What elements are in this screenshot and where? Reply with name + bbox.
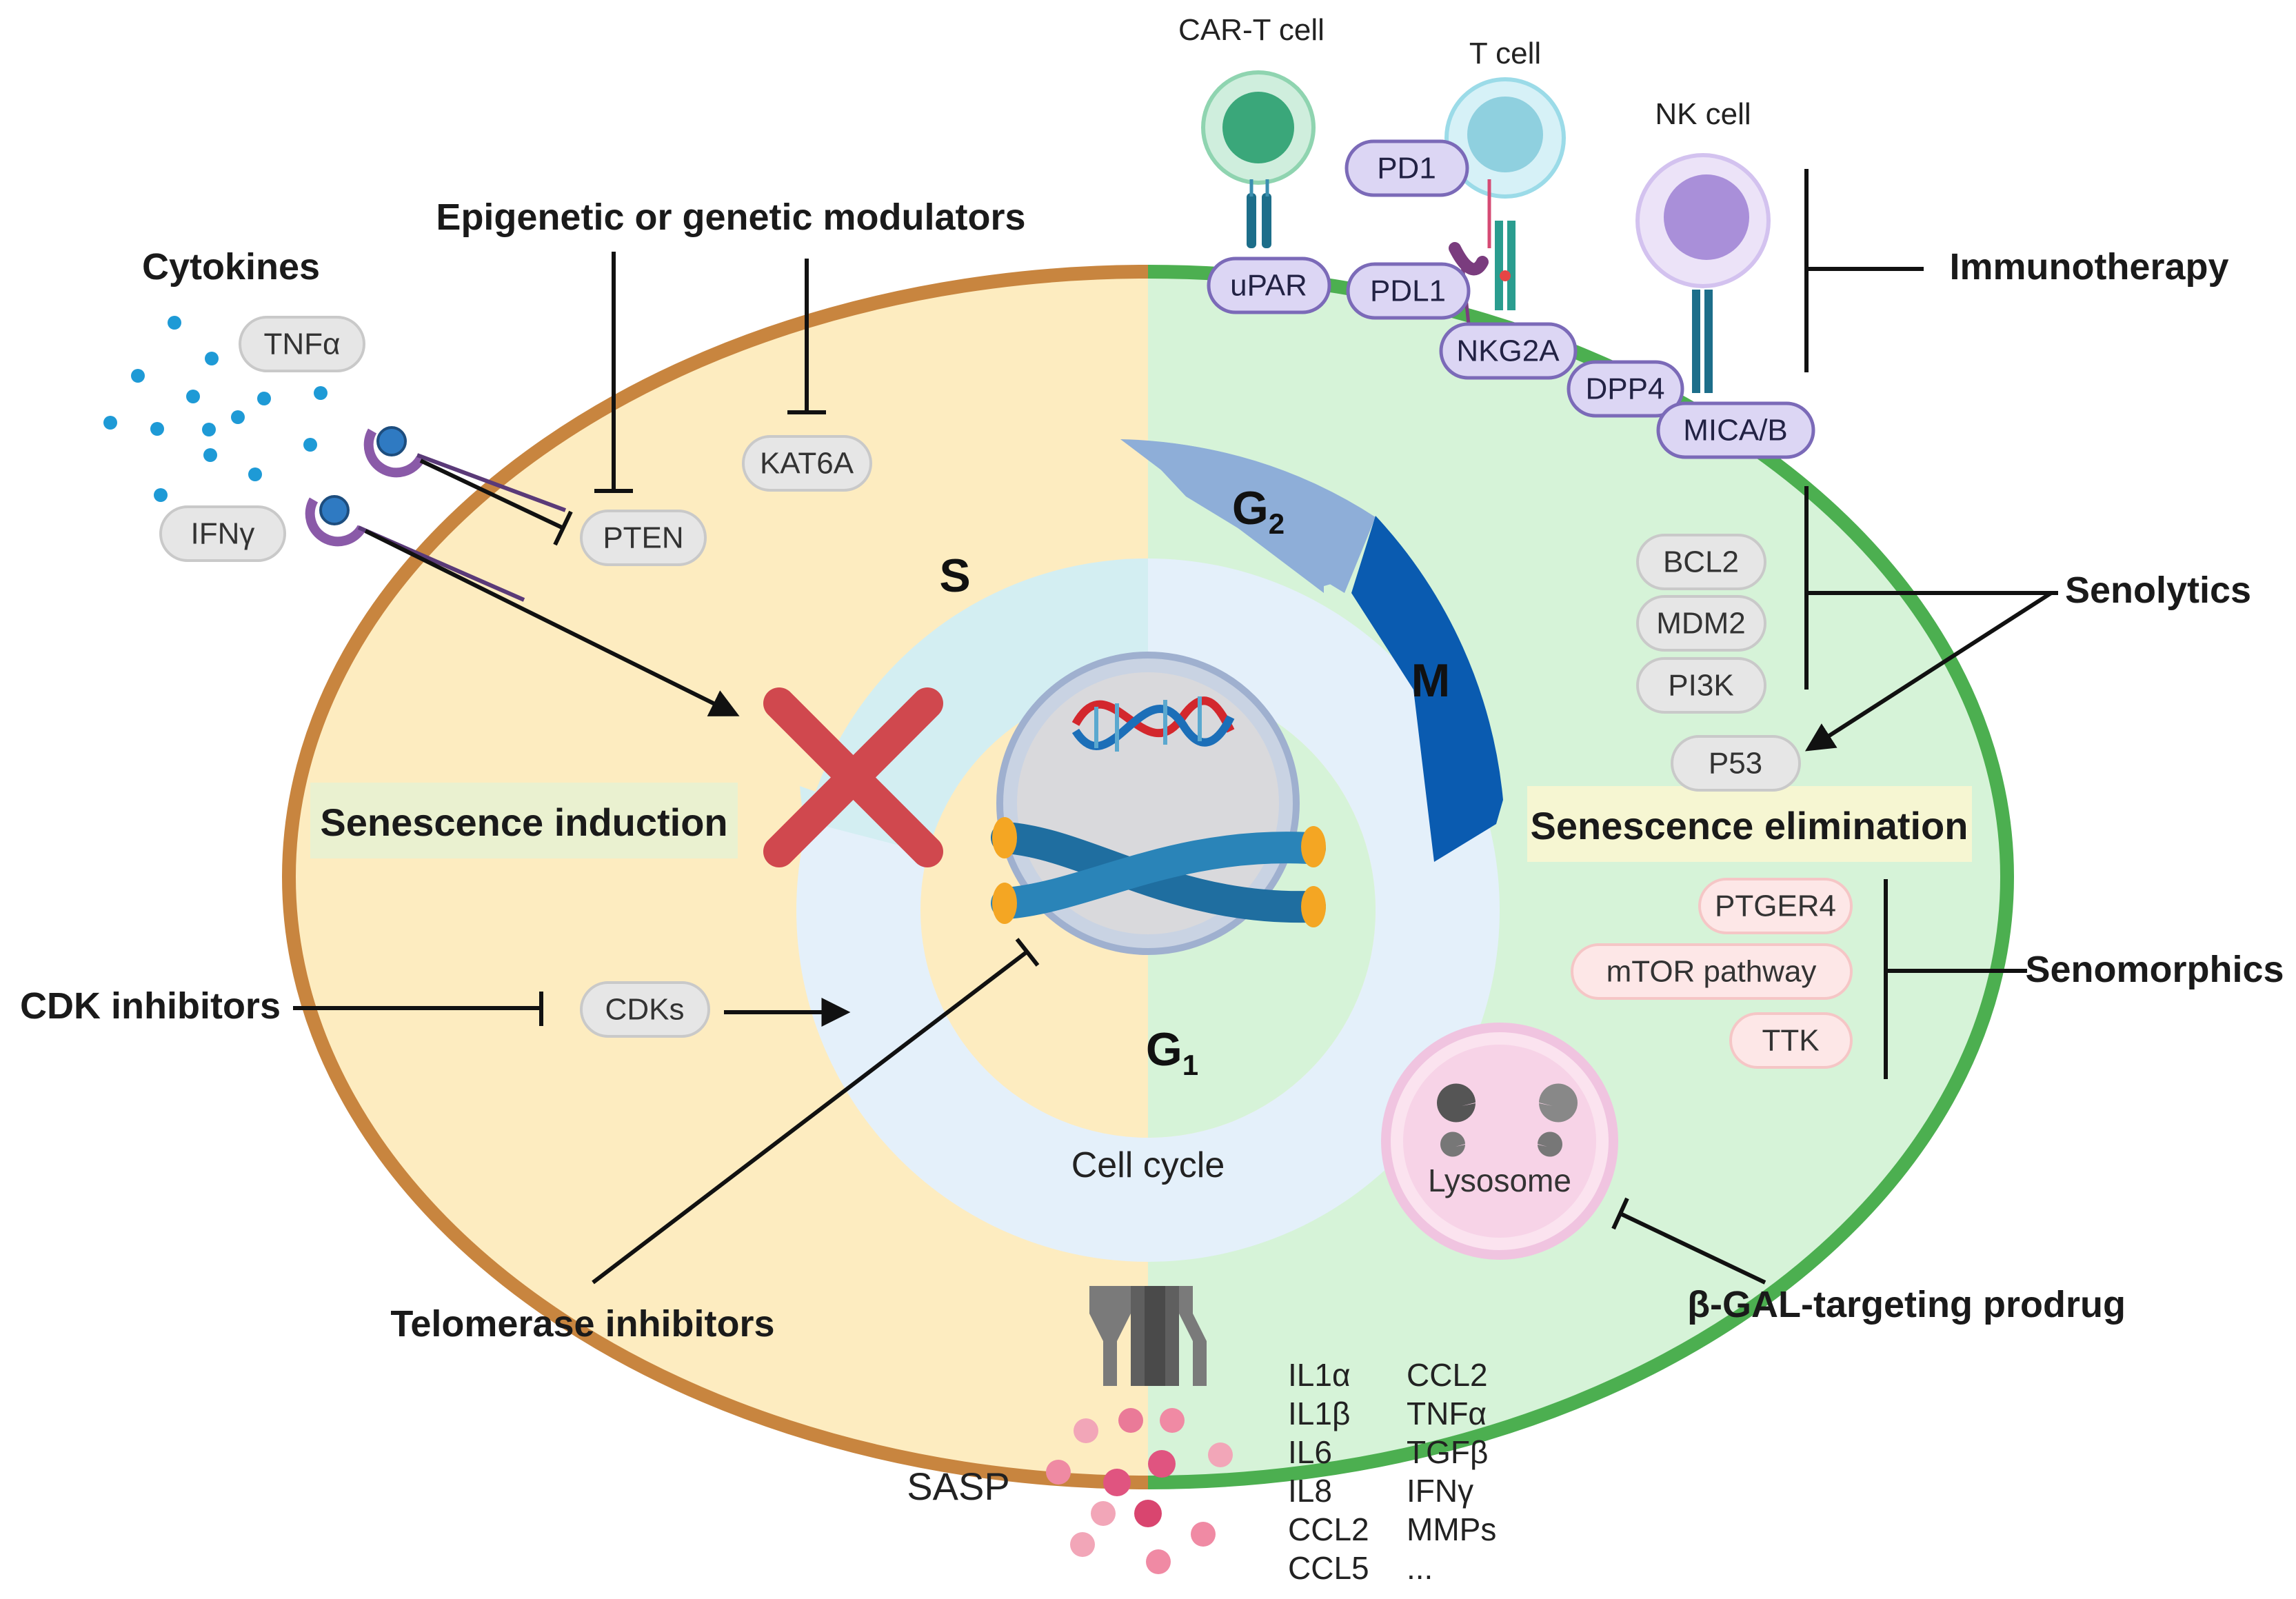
sasp-list-col1: IL1α IL1β IL6 IL8 CCL2 CCL5 [1288, 1357, 1369, 1586]
phase-g2-subscript: 2 [1269, 507, 1285, 540]
bgal-heading: β-GAL-targeting prodrug [1687, 1284, 2126, 1325]
svg-text:TGFβ: TGFβ [1407, 1434, 1488, 1470]
senescence-elimination-box [1527, 786, 1972, 862]
dna-icon [1071, 696, 1235, 752]
cross-icon [763, 687, 943, 867]
svg-text:CAR-T cell: CAR-T cell [1178, 13, 1325, 47]
kat6a-pill: KAT6A [742, 435, 872, 492]
senescence-elimination-label: Senescence elimination [1531, 804, 1968, 847]
g2-phase-segment [1124, 440, 1376, 593]
svg-text:MMPs: MMPs [1407, 1511, 1496, 1547]
pi3k-pill: PI3K [1636, 657, 1766, 714]
m-phase-segment [1351, 516, 1503, 862]
senolytics-heading: Senolytics [2065, 570, 2251, 611]
lysosome: Lysosome [1381, 1023, 1618, 1260]
chromosome-icon [991, 817, 1326, 927]
nkg2a-pill: NKG2A [1439, 322, 1578, 380]
svg-text:CCL5: CCL5 [1288, 1550, 1369, 1586]
sasp-label: SASP [907, 1465, 1009, 1508]
svg-text:IFNγ: IFNγ [191, 517, 255, 551]
mdm2-pill: MDM2 [1636, 595, 1766, 652]
telomerase-heading: Telomerase inhibitors [390, 1303, 774, 1345]
ptger4-pill: PTGER4 [1698, 878, 1853, 934]
ifng-pill: IFNγ [159, 505, 286, 562]
sasp-dots [1046, 1408, 1233, 1574]
cdks-pill: CDKs [580, 981, 710, 1038]
cytokines-heading: Cytokines [142, 246, 320, 288]
nk-cell: NK cell [1635, 97, 1771, 393]
immunotherapy-heading: Immunotherapy [1949, 246, 2228, 288]
svg-text:...: ... [1407, 1550, 1433, 1586]
lysosome-label: Lysosome [1428, 1163, 1571, 1198]
svg-text:NK cell: NK cell [1655, 97, 1751, 131]
svg-text:TTK: TTK [1762, 1024, 1819, 1058]
svg-text:MICA/B: MICA/B [1683, 414, 1788, 447]
svg-text:PDL1: PDL1 [1370, 274, 1446, 308]
senescence-induction-label: Senescence induction [320, 801, 727, 844]
left-membrane [282, 265, 1148, 1489]
svg-text:NKG2A: NKG2A [1456, 334, 1560, 368]
svg-text:IL1α: IL1α [1288, 1357, 1351, 1393]
pten-pill: PTEN [580, 510, 707, 566]
phase-g1-label: G [1146, 1023, 1182, 1076]
bcl2-pill: BCL2 [1636, 534, 1766, 590]
tnfa-pill: TNFα [239, 316, 365, 372]
mtor-pill: mTOR pathway [1571, 943, 1853, 1000]
epigenetic-heading: Epigenetic or genetic modulators [436, 197, 1025, 238]
svg-text:G2: G2 [1232, 482, 1285, 540]
pdl1-pill: PDL1 [1346, 262, 1471, 320]
cell-cycle-caption: Cell cycle [1071, 1145, 1225, 1185]
cdk-inhibitors-heading: CDK inhibitors [20, 985, 281, 1027]
upar-pill: uPAR [1207, 257, 1331, 314]
svg-text:IL6: IL6 [1288, 1434, 1332, 1470]
svg-text:PI3K: PI3K [1668, 669, 1733, 703]
pd1-pill: PD1 [1345, 139, 1469, 197]
svg-text:TNFα: TNFα [264, 328, 341, 361]
channel-icon [1089, 1286, 1207, 1386]
svg-text:IL1β: IL1β [1288, 1396, 1350, 1431]
svg-text:uPAR: uPAR [1230, 269, 1307, 303]
svg-text:TNFα: TNFα [1407, 1396, 1487, 1431]
phase-g1-subscript: 1 [1182, 1049, 1198, 1081]
dpp4-pill: DPP4 [1567, 360, 1684, 418]
svg-text:PTGER4: PTGER4 [1715, 889, 1836, 923]
svg-text:G1: G1 [1146, 1023, 1198, 1081]
svg-text:CCL2: CCL2 [1288, 1511, 1369, 1547]
p53-pill: P53 [1671, 735, 1801, 792]
phase-g2-label: G [1232, 482, 1269, 534]
svg-text:BCL2: BCL2 [1663, 545, 1739, 579]
svg-text:CCL2: CCL2 [1407, 1357, 1488, 1393]
mica-pill: MICA/B [1656, 401, 1815, 459]
cart-cell: CAR-T cell [1178, 13, 1325, 248]
cytokine-dots [103, 316, 328, 502]
svg-text:IFNγ: IFNγ [1407, 1473, 1473, 1509]
senescence-induction-box [310, 783, 738, 858]
svg-text:DPP4: DPP4 [1586, 372, 1665, 406]
svg-text:T cell: T cell [1469, 37, 1541, 70]
svg-text:mTOR pathway: mTOR pathway [1607, 955, 1817, 989]
phase-m-label: M [1411, 654, 1451, 707]
svg-text:MDM2: MDM2 [1656, 607, 1746, 641]
t-cell: T cell [1444, 37, 1566, 310]
svg-text:PTEN: PTEN [603, 521, 683, 555]
svg-text:KAT6A: KAT6A [760, 447, 854, 481]
svg-text:P53: P53 [1709, 747, 1762, 781]
svg-text:IL8: IL8 [1288, 1473, 1332, 1509]
phase-s-label: S [939, 550, 970, 602]
receptor-icon [363, 426, 567, 512]
senomorphics-heading: Senomorphics [2025, 949, 2284, 990]
right-membrane [1148, 265, 2014, 1489]
svg-text:PD1: PD1 [1377, 152, 1436, 185]
svg-text:CDKs: CDKs [605, 993, 685, 1027]
sasp-list-col2: CCL2 TNFα TGFβ IFNγ MMPs ... [1407, 1357, 1496, 1586]
ttk-pill: TTK [1729, 1012, 1853, 1069]
